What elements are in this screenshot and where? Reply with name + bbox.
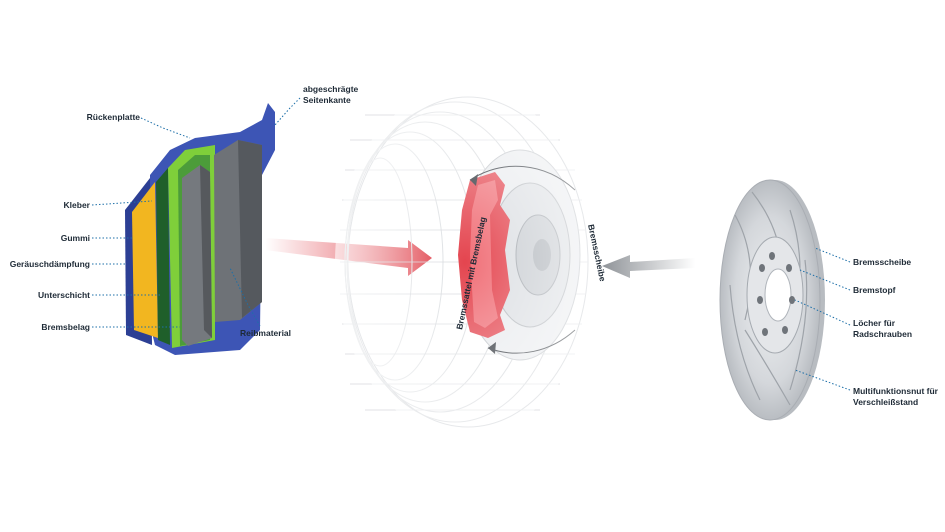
- label-groove-line2: Verschleißstand: [853, 397, 919, 407]
- label-brake-lining: Bremsbelag: [41, 322, 90, 332]
- leader-adhesive: [91, 200, 153, 206]
- pad-leader-lines: [91, 97, 301, 328]
- leader-bolt-holes: [794, 299, 851, 326]
- label-beveled-edge-line2: Seitenkante: [303, 95, 351, 105]
- leader-backplate: [140, 117, 191, 139]
- leader-beveled-edge: [274, 97, 301, 126]
- label-backplate: Rückenplatte: [86, 112, 140, 122]
- adhesive-layer: [132, 182, 158, 338]
- label-underlayer: Unterschicht: [38, 290, 90, 300]
- brake-pad-illustration: [125, 103, 275, 355]
- label-beveled-edge-line1: abgeschrägte: [303, 84, 359, 94]
- wheel-illustration: [335, 87, 595, 437]
- label-adhesive: Kleber: [63, 200, 90, 210]
- friction-block-left-face: [200, 165, 212, 338]
- leader-groove: [794, 369, 851, 391]
- label-brake-disc: Bremsscheibe: [853, 257, 912, 267]
- label-bolt-holes-line1: Löcher für: [853, 318, 896, 328]
- label-rubber: Gummi: [60, 233, 90, 243]
- label-hat: Bremstopf: [853, 285, 896, 295]
- label-bolt-holes-line2: Radschrauben: [853, 329, 913, 339]
- label-noise-damping: Geräuschdämpfung: [9, 259, 90, 269]
- friction-block-right-face: [238, 140, 262, 318]
- disc-leader-lines: [794, 247, 851, 391]
- label-groove-line1: Multifunktionsnut für: [853, 386, 938, 396]
- brake-disc-illustration: [719, 179, 825, 421]
- gray-arrow: [602, 255, 695, 278]
- leader-friction-material: [229, 267, 261, 327]
- leader-brake-disc: [814, 247, 851, 263]
- label-friction-material: Reibmaterial: [240, 328, 292, 338]
- rubber-layer: [156, 168, 170, 345]
